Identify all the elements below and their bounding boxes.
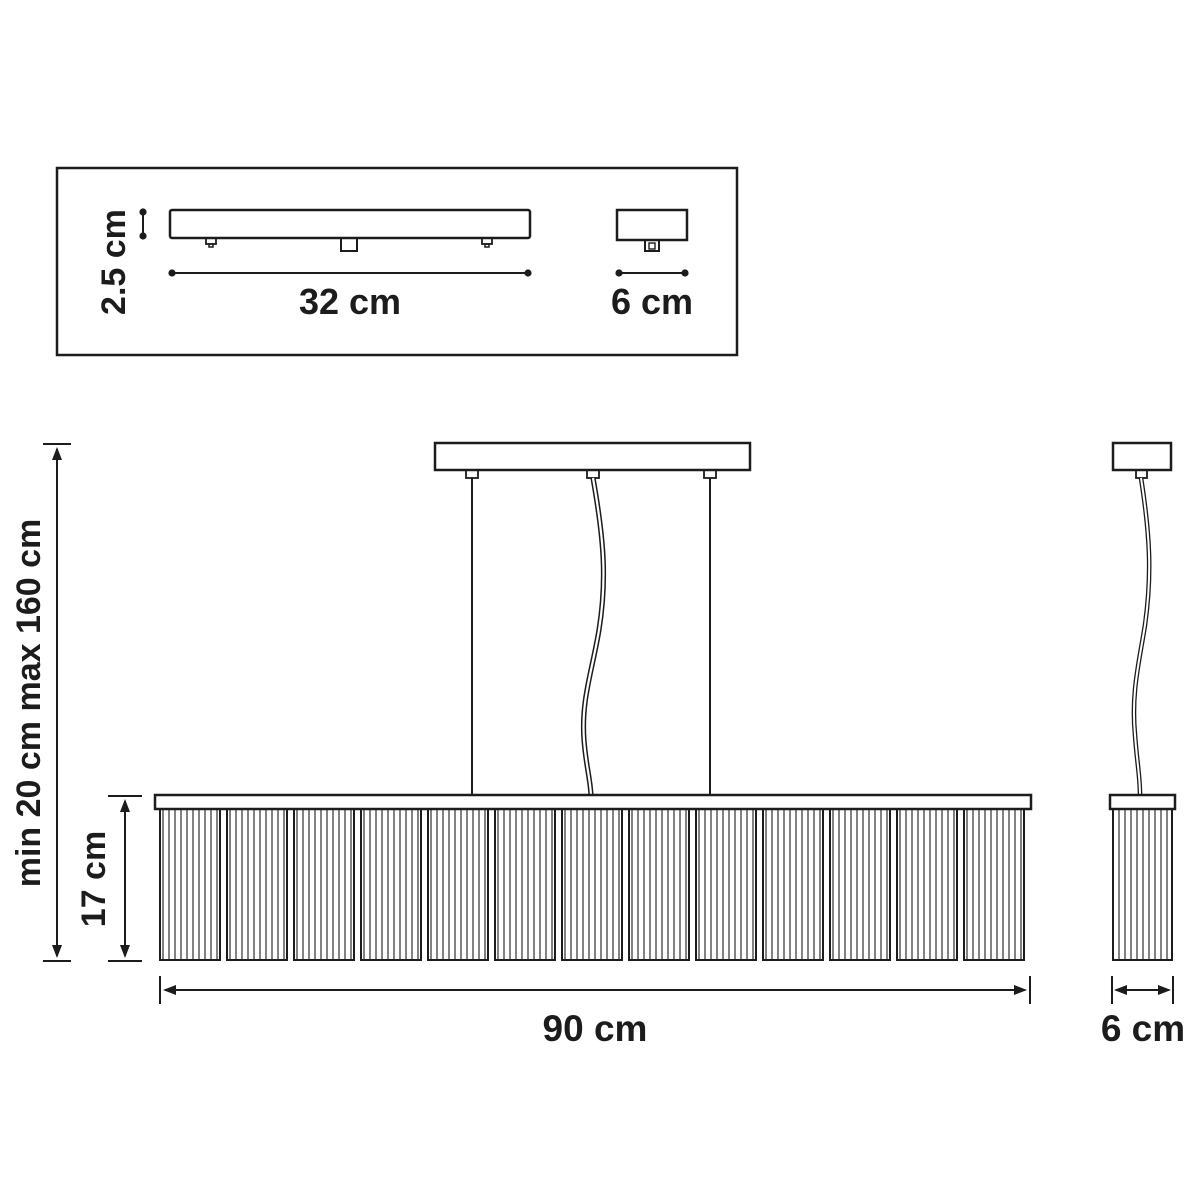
- shade-panel: [293, 808, 355, 961]
- label-shade-height: 17 cm: [75, 831, 113, 927]
- dim-suspension-range: min 20 cm max 160 cm: [10, 443, 71, 962]
- canopy-top-view: [615, 208, 689, 252]
- mounting-plate-top-view: [168, 208, 532, 252]
- shade-panel: [561, 808, 623, 961]
- label-fixture-width: 90 cm: [543, 1008, 648, 1049]
- shade-top-rail: [153, 793, 1033, 811]
- inset-border: [55, 166, 739, 357]
- suspension-rods: [471, 478, 711, 795]
- label-canopy-width-top: 6 cm: [611, 281, 693, 322]
- dim-shade-height: 17 cm: [75, 795, 142, 962]
- shade-panel: [159, 808, 221, 961]
- dim-plate-length: 32 cm: [168, 269, 532, 322]
- shade-side-panel: [1112, 808, 1173, 961]
- shade-panel: [628, 808, 690, 961]
- shade-panel: [427, 808, 489, 961]
- front-view: 90 cm 17 cm min 20 cm max 160 cm: [10, 441, 1033, 1049]
- ceiling-plate-side: [1111, 441, 1173, 472]
- shade-panel: [829, 808, 891, 961]
- ceiling-plate-front: [433, 441, 752, 472]
- label-plate-length: 32 cm: [299, 281, 401, 322]
- shade-panel: [494, 808, 556, 961]
- label-plate-thickness: 2.5 cm: [95, 209, 133, 315]
- dim-side-depth: 6 cm: [1101, 976, 1185, 1049]
- shade-panel: [360, 808, 422, 961]
- dim-plate-thickness: 2.5 cm: [95, 208, 147, 315]
- top-view-inset: 32 cm 2.5 cm 6 cm: [55, 166, 739, 357]
- shade-panel: [695, 808, 757, 961]
- dim-fixture-width: 90 cm: [159, 976, 1031, 1049]
- label-side-depth: 6 cm: [1101, 1008, 1185, 1049]
- label-suspension-range: min 20 cm max 160 cm: [10, 519, 48, 888]
- dim-canopy-width-top: 6 cm: [611, 269, 693, 322]
- power-cable-front: [580, 477, 607, 796]
- shade-panel: [762, 808, 824, 961]
- shade-side-top-rail: [1108, 793, 1177, 811]
- power-cable-side: [1131, 477, 1152, 796]
- shade-panel: [963, 808, 1025, 961]
- shade-panel: [896, 808, 958, 961]
- shade-panel: [226, 808, 288, 961]
- side-view: 6 cm: [1101, 441, 1185, 1049]
- shade-front: [153, 793, 1033, 961]
- shade-side: [1108, 793, 1177, 961]
